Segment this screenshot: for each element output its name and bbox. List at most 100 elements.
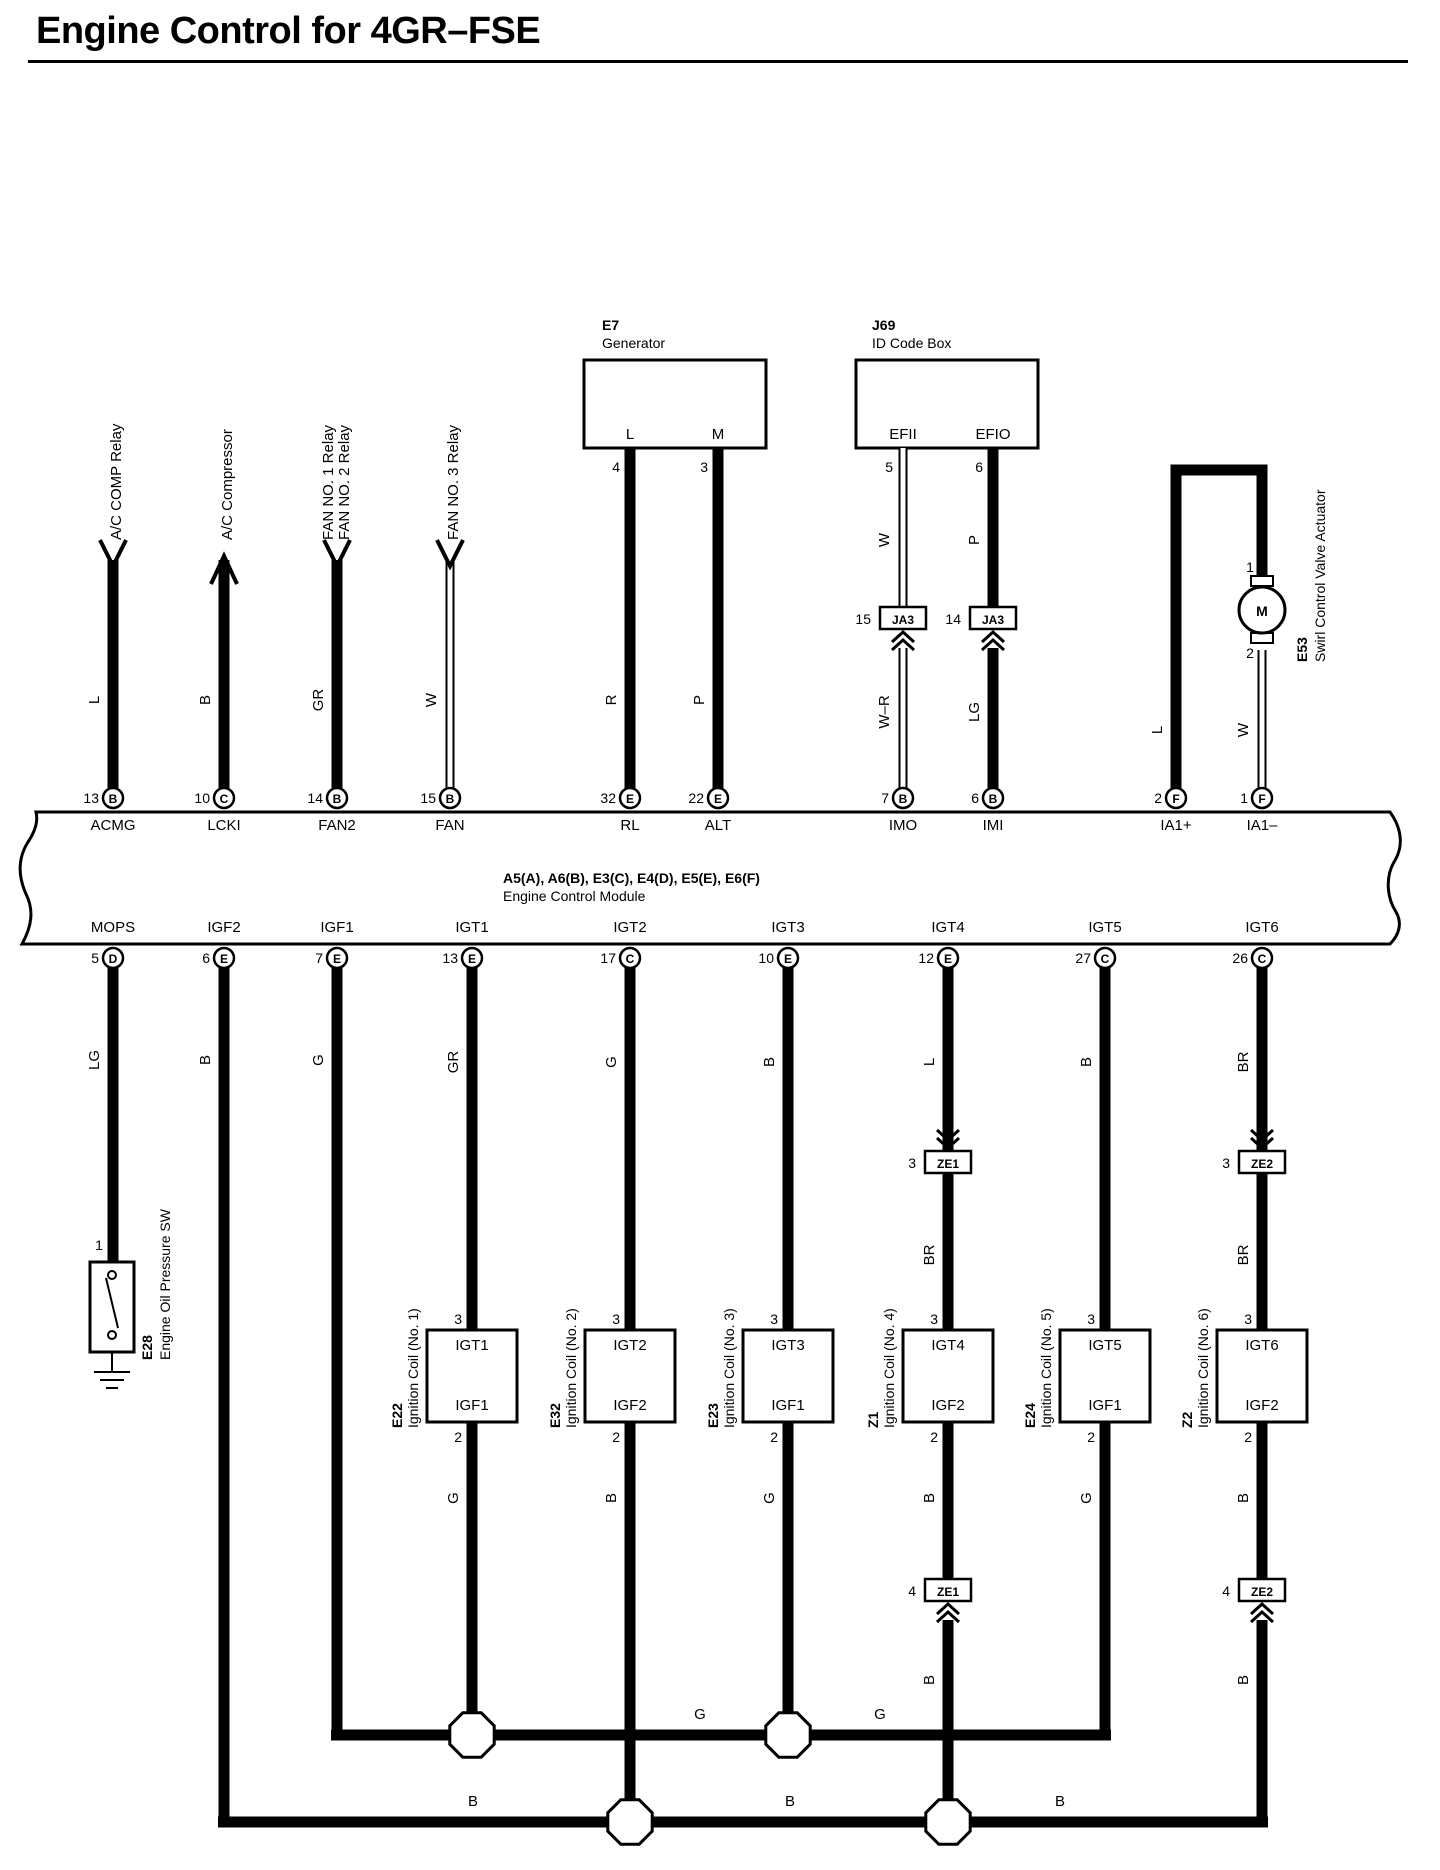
idbox-lower-color-7: LG <box>966 702 983 722</box>
top-term-pin-3: 15 <box>420 790 436 806</box>
bot-term-7-circle <box>1093 946 1117 970</box>
generator-box <box>582 358 768 450</box>
generator-pin-l: L <box>626 426 634 443</box>
top-signal-1: LCKI <box>207 817 240 834</box>
coil-lower-color-5: B <box>1235 1493 1252 1503</box>
coil-id-0: E22 <box>389 1403 405 1428</box>
coil-p2-2: 2 <box>770 1429 778 1445</box>
idbox-pin-num-7: 6 <box>975 459 983 475</box>
top-dest-3: FAN NO. 3 Relay <box>445 424 462 540</box>
ze-bot-3-pin: 4 <box>908 1583 916 1599</box>
ja3-6-pin: 15 <box>855 611 871 627</box>
coil-p3-3: 3 <box>930 1311 938 1327</box>
top-term-9-conn: F <box>1258 792 1265 806</box>
splice-b-icon-2 <box>924 1798 972 1846</box>
ja3-chevron-icon-6-a <box>890 629 916 644</box>
top-term-pin-7: 6 <box>971 790 979 806</box>
top-term-0-circle <box>101 786 125 810</box>
bot-signal-3: IGT1 <box>455 919 488 936</box>
top-wire-color-2: GR <box>310 689 327 712</box>
ze-bot-3-box <box>923 1577 973 1603</box>
ignition-coil-box-4 <box>1058 1328 1152 1424</box>
ja3-chevron-icon-7-a <box>980 629 1006 644</box>
coil-name-2: Ignition Coil (No. 3) <box>721 1308 737 1428</box>
bot-term-6-circle <box>936 946 960 970</box>
ja3-7-box <box>968 605 1018 631</box>
ze-top-5-pin: 3 <box>1222 1155 1230 1171</box>
ze-chevron-up-icon-5-a <box>1249 1601 1275 1616</box>
bot-signal-2: IGF1 <box>320 919 353 936</box>
swirl-motor-brushes <box>1250 575 1274 587</box>
swirl-wire-color-l: L <box>1149 726 1166 734</box>
top-term-3-conn: B <box>446 792 455 806</box>
ze-chevron-down-icon-5-b <box>1249 1128 1275 1143</box>
coil-top-pin-5: IGT6 <box>1245 1337 1278 1354</box>
splice-g-icon-1 <box>448 1711 496 1759</box>
bot-term-2-circle <box>325 946 349 970</box>
ecm-connectors: A5(A), A6(B), E3(C), E4(D), E5(E), E6(F) <box>503 870 760 886</box>
coil-return-color-5: B <box>1235 1675 1252 1685</box>
igt-wire-color-1: G <box>603 1056 620 1068</box>
bot-signal-4: IGT2 <box>613 919 646 936</box>
ignition-coil-box-2 <box>741 1328 835 1424</box>
top-term-3-circle <box>438 786 462 810</box>
coil-top-pin-0: IGT1 <box>455 1337 488 1354</box>
bot-term-pin-8: 26 <box>1232 950 1248 966</box>
bot-term-8-conn: C <box>1258 952 1267 966</box>
bot-term-0-conn: D <box>109 952 118 966</box>
swirl-id: E53 <box>1294 637 1310 662</box>
top-term-2-conn: B <box>333 792 342 806</box>
top-term-pin-0: 13 <box>83 790 99 806</box>
ecm-body <box>18 810 1402 946</box>
bot-signal-0: MOPS <box>91 919 135 936</box>
coil-p2-1: 2 <box>612 1429 620 1445</box>
bot-signal-6: IGT4 <box>931 919 964 936</box>
coil-id-1: E32 <box>547 1403 563 1428</box>
idbox-box <box>854 358 1040 450</box>
ignition-coil-box-5 <box>1215 1328 1309 1424</box>
bot-term-pin-4: 17 <box>600 950 616 966</box>
bot-signal-1: IGF2 <box>207 919 240 936</box>
ze-chevron-up-icon-3-b <box>935 1609 961 1624</box>
swirl-loop-wire <box>1170 464 1268 800</box>
top-term-pin-1: 10 <box>194 790 210 806</box>
ze-bot-5-conn: ZE2 <box>1251 1585 1273 1599</box>
ze-top-5-conn: ZE2 <box>1251 1157 1273 1171</box>
igf2-wire-color: B <box>197 1055 214 1065</box>
top-signal-7: IMI <box>983 817 1004 834</box>
ecm-name: Engine Control Module <box>503 888 646 904</box>
coil-p2-4: 2 <box>1087 1429 1095 1445</box>
coil-p3-4: 3 <box>1087 1311 1095 1327</box>
coil-lower-color-4: G <box>1078 1492 1095 1504</box>
coil-top-pin-4: IGT5 <box>1088 1337 1121 1354</box>
top-signal-6: IMO <box>889 817 917 834</box>
swirl-wire-color-w: W <box>1235 722 1252 737</box>
ze-bot-5-pin: 4 <box>1222 1583 1230 1599</box>
top-dest-0: A/C COMP Relay <box>108 423 125 540</box>
coil-return-color-3: B <box>921 1675 938 1685</box>
coil-top-pin-2: IGT3 <box>771 1337 804 1354</box>
coil-id-2: E23 <box>705 1403 721 1428</box>
coil-bot-pin-5: IGF2 <box>1245 1397 1278 1414</box>
ja3-7-pin: 14 <box>945 611 961 627</box>
idbox-pin-efii: EFII <box>889 426 917 443</box>
bot-term-1-circle <box>212 946 236 970</box>
top-term-1-conn: C <box>220 792 229 806</box>
generator-pin-m: M <box>712 426 725 443</box>
ignition-coil-box-3 <box>901 1328 995 1424</box>
bot-term-pin-6: 12 <box>918 950 934 966</box>
oil-sw-node-top <box>107 1270 117 1280</box>
top-term-7-circle <box>981 786 1005 810</box>
bot-term-pin-5: 10 <box>758 950 774 966</box>
ze-bot-5-box <box>1237 1577 1287 1603</box>
top-term-pin-6: 7 <box>881 790 889 806</box>
bot-term-7-conn: C <box>1101 952 1110 966</box>
top-signal-3: FAN <box>435 817 464 834</box>
swirl-pin2: 2 <box>1246 645 1254 661</box>
oil-sw-name: Engine Oil Pressure SW <box>157 1208 173 1360</box>
bot-signal-5: IGT3 <box>771 919 804 936</box>
top-term-8-circle <box>1164 786 1188 810</box>
oil-sw-pin: 1 <box>95 1237 103 1253</box>
bot-term-0-circle <box>101 946 125 970</box>
